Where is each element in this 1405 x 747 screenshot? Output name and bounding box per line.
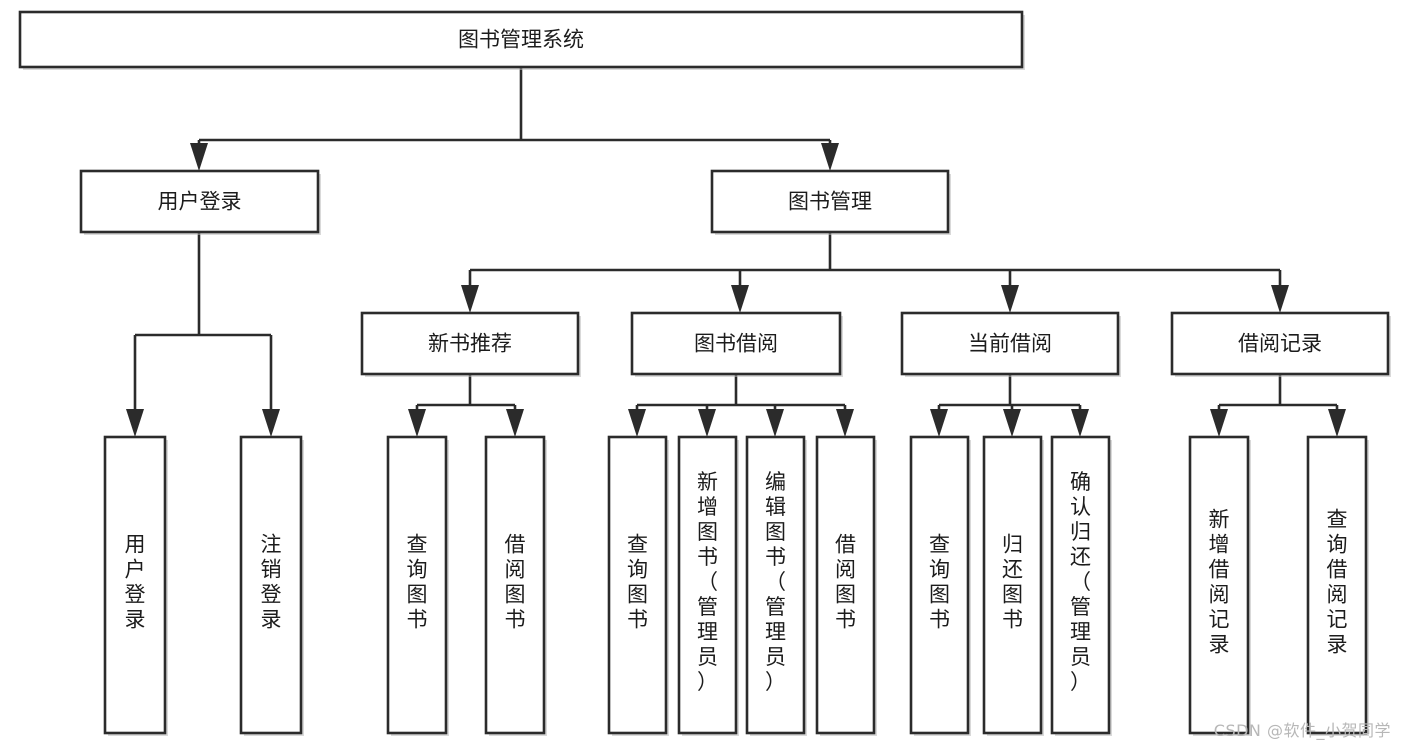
node-leaf-user-login[interactable]: 用户登录 — [103, 435, 168, 736]
node-label: 注销登录 — [261, 533, 282, 632]
node-label: 新书推荐 — [428, 332, 512, 356]
node-leaf-user-logout[interactable]: 注销登录 — [239, 435, 304, 736]
arrow-to-leaf — [836, 409, 854, 437]
node-box[interactable] — [745, 435, 806, 735]
node-label: 编辑图书（管理员） — [765, 470, 786, 694]
node-label: 新增借阅记录 — [1209, 508, 1230, 657]
node-box[interactable] — [360, 311, 580, 376]
node-label: 借阅图书 — [505, 533, 526, 632]
arrow-to-leaf — [628, 409, 646, 437]
node-label: 查询借阅记录 — [1327, 508, 1348, 657]
node-leaf-add-record[interactable]: 新增借阅记录 — [1188, 435, 1251, 736]
node-leaf-edit-book[interactable]: 编辑图书（管理员） — [745, 435, 807, 736]
node-label: 用户登录 — [125, 533, 146, 632]
node-box[interactable] — [239, 435, 303, 735]
arrow-to-leaf — [506, 409, 524, 437]
node-box[interactable] — [815, 435, 876, 735]
arrow-to-leaf — [408, 409, 426, 437]
node-label: 图书管理 — [788, 190, 872, 214]
node-label: 确认归还（管理员） — [1070, 470, 1091, 694]
node-leaf-query-book-3[interactable]: 查询图书 — [909, 435, 971, 736]
node-root[interactable]: 图书管理系统 — [18, 10, 1025, 70]
arrow-to-leaf — [930, 409, 948, 437]
arrow-to-leaf — [126, 409, 144, 437]
node-label: 归还图书 — [1002, 533, 1023, 632]
node-new-book-rec[interactable]: 新书推荐 — [360, 311, 581, 377]
arrow-to-leaf — [1071, 409, 1089, 437]
node-label: 借阅图书 — [835, 533, 856, 632]
arrow-to-leaf — [262, 409, 280, 437]
connector-layer — [126, 67, 1346, 437]
node-leaf-query-record[interactable]: 查询借阅记录 — [1306, 435, 1369, 736]
node-box[interactable] — [677, 435, 738, 735]
node-box[interactable] — [607, 435, 668, 735]
node-label: 用户登录 — [158, 190, 242, 214]
node-box[interactable] — [1050, 435, 1111, 735]
node-layer: 图书管理系统用户登录图书管理新书推荐图书借阅当前借阅借阅记录用户登录注销登录查询… — [18, 10, 1391, 736]
node-book-manage[interactable]: 图书管理 — [710, 169, 951, 235]
node-leaf-borrow-book-1[interactable]: 借阅图书 — [484, 435, 547, 736]
node-box[interactable] — [484, 435, 546, 735]
node-leaf-borrow-book-2[interactable]: 借阅图书 — [815, 435, 877, 736]
node-box[interactable] — [900, 311, 1120, 376]
node-book-borrow[interactable]: 图书借阅 — [630, 311, 843, 377]
node-box[interactable] — [710, 169, 950, 234]
arrow-to-level2 — [821, 143, 839, 171]
node-user-login[interactable]: 用户登录 — [79, 169, 321, 235]
node-box[interactable] — [909, 435, 970, 735]
arrow-to-leaf — [698, 409, 716, 437]
arrow-to-level3 — [461, 285, 479, 313]
arrow-to-leaf — [1003, 409, 1021, 437]
node-box[interactable] — [630, 311, 842, 376]
node-label: 查询图书 — [407, 533, 428, 632]
node-box[interactable] — [982, 435, 1043, 735]
arrow-to-level3 — [731, 285, 749, 313]
node-label: 图书借阅 — [694, 332, 778, 356]
node-borrow-record[interactable]: 借阅记录 — [1170, 311, 1391, 377]
node-leaf-return-book[interactable]: 归还图书 — [982, 435, 1044, 736]
node-label: 新增图书（管理员） — [697, 470, 718, 694]
node-box[interactable] — [1306, 435, 1368, 735]
arrow-to-level3 — [1001, 285, 1019, 313]
node-leaf-query-book-2[interactable]: 查询图书 — [607, 435, 669, 736]
node-leaf-confirm-return[interactable]: 确认归还（管理员） — [1050, 435, 1112, 736]
node-leaf-add-book[interactable]: 新增图书（管理员） — [677, 435, 739, 736]
csdn-watermark: CSDN @软件_小贺同学 — [1213, 721, 1391, 740]
arrow-to-leaf — [766, 409, 784, 437]
node-label: 查询图书 — [929, 533, 950, 632]
node-label: 查询图书 — [627, 533, 648, 632]
node-box[interactable] — [1170, 311, 1390, 376]
arrow-to-leaf — [1328, 409, 1346, 437]
node-current-borrow[interactable]: 当前借阅 — [900, 311, 1121, 377]
arrow-to-level3 — [1271, 285, 1289, 313]
node-leaf-query-book-1[interactable]: 查询图书 — [386, 435, 449, 736]
arrow-to-leaf — [1210, 409, 1228, 437]
node-label: 当前借阅 — [968, 332, 1052, 356]
node-box[interactable] — [1188, 435, 1250, 735]
node-label: 图书管理系统 — [458, 28, 584, 52]
node-box[interactable] — [103, 435, 167, 735]
node-box[interactable] — [79, 169, 320, 234]
node-box[interactable] — [386, 435, 448, 735]
node-box[interactable] — [18, 10, 1024, 69]
node-label: 借阅记录 — [1238, 332, 1322, 356]
arrow-to-level2 — [190, 143, 208, 171]
